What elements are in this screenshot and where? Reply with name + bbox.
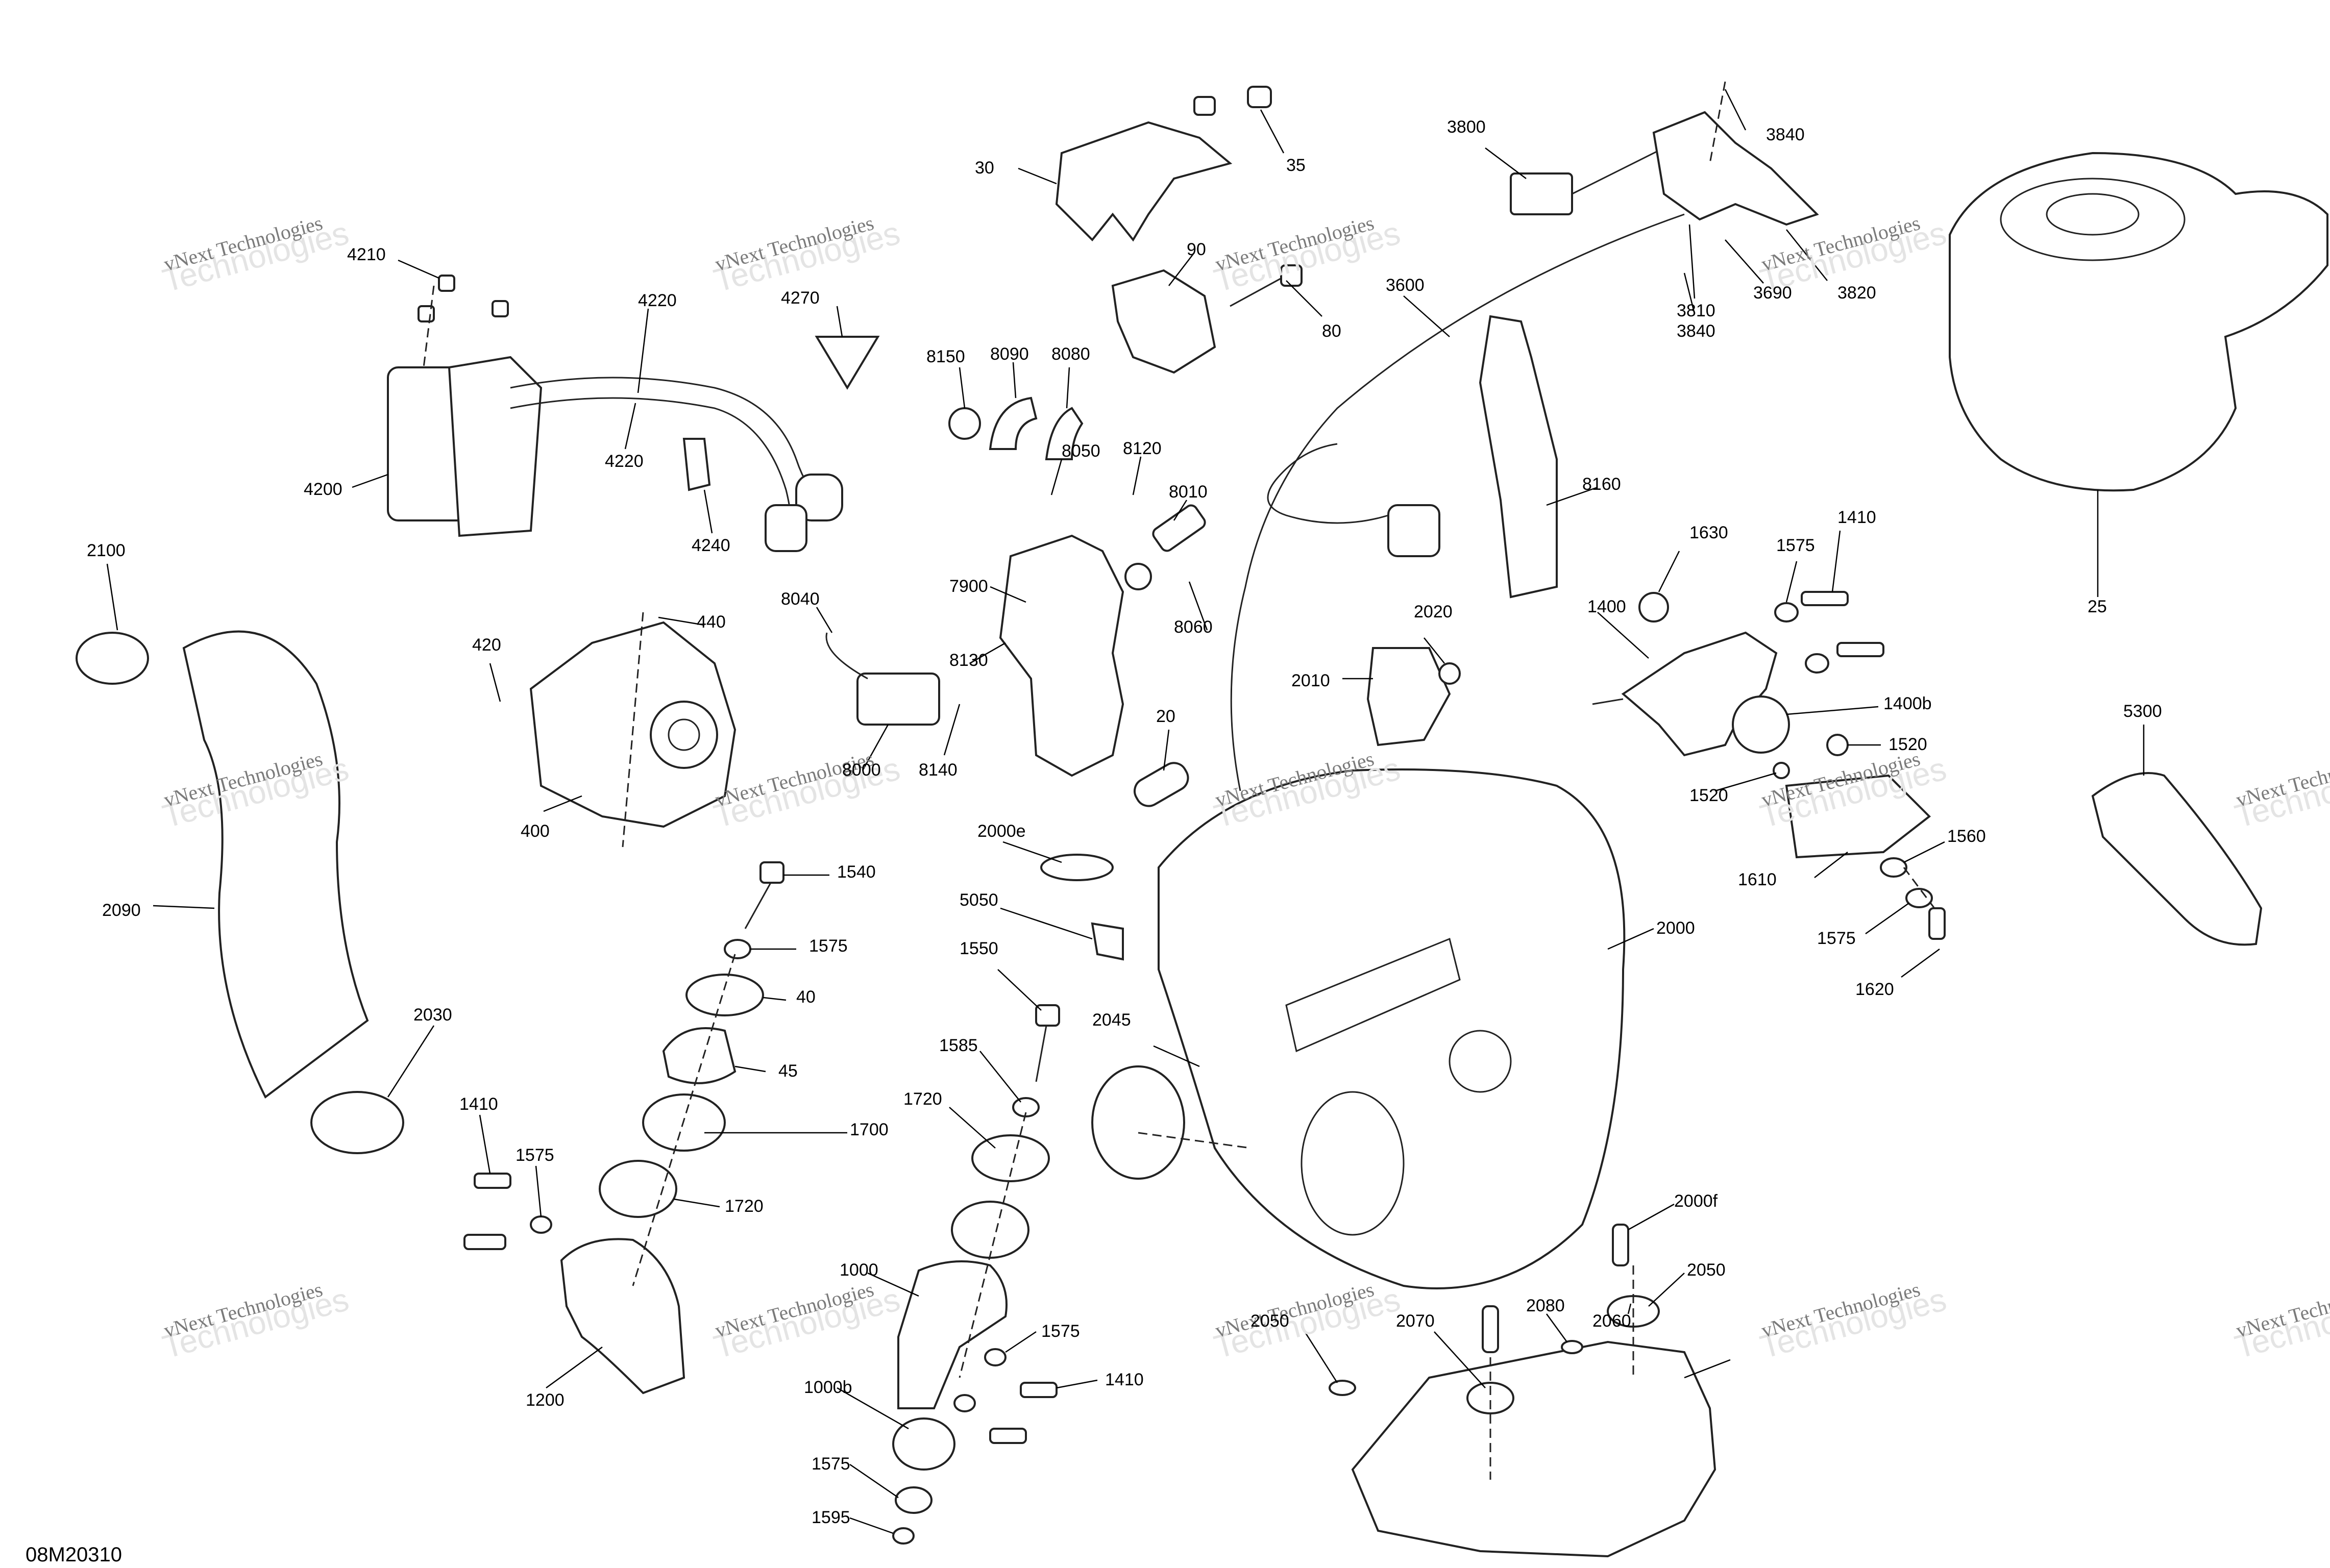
callout-label: 1620 [1855,980,1894,999]
callout-label: 2100 [87,541,126,560]
callout-label: 45 [778,1061,798,1081]
callout-label: 1400 [1587,597,1626,616]
callout-label: 2070 [1396,1311,1435,1331]
callout-label: 4200 [304,480,342,499]
part-drawings [76,86,2328,1558]
assembly-lines [423,81,1935,1480]
callout-labels: 30 35 90 80 3800 3840 3840 3810 3690 382… [87,117,2162,1527]
callout-label: 1000 [840,1260,878,1280]
callout-label: 2030 [413,1005,452,1025]
callout-label: 1720 [725,1197,764,1216]
callout-label: 2080 [1526,1296,1565,1315]
callout-label: 3600 [1386,276,1425,295]
callout-label: 1410 [1105,1370,1144,1389]
callout-label: 8150 [926,347,965,366]
callout-label: 2000 [1656,918,1695,938]
callout-label: 2020 [1414,602,1453,621]
callout-label: 8000 [842,760,881,780]
callout-label: 1560 [1947,827,1986,846]
callout-label: 2050 [1687,1260,1726,1280]
callout-label: 5050 [960,890,998,910]
callout-label: 3840 [1766,125,1805,144]
callout-label: 1200 [526,1390,565,1410]
callout-label: 4270 [781,288,820,308]
callout-label: 4220 [638,291,677,310]
callout-label: 3800 [1447,117,1486,137]
callout-label: 7900 [949,577,988,596]
callout-label: 1575 [1817,929,1856,948]
callout-label: 1410 [459,1094,498,1114]
callout-label: 8040 [781,589,820,609]
callout-label: 1575 [809,936,848,956]
callout-label: 2050 [1250,1311,1289,1331]
callout-label: 8130 [949,651,988,670]
callout-label: 8160 [1582,475,1621,494]
callout-label: 1720 [903,1089,942,1109]
callout-label: 1595 [812,1508,850,1527]
callout-label: 8050 [1062,441,1100,461]
callout-label: 440 [697,612,726,632]
callout-label: 8090 [990,344,1029,364]
callout-label: 2090 [102,901,141,920]
callout-label: 1575 [812,1454,850,1474]
callout-label: 1700 [850,1120,889,1139]
callout-label: 40 [796,987,816,1007]
callout-label: 1520 [1888,735,1927,754]
callout-label: 1575 [1041,1322,1080,1341]
leader-lines [106,89,2145,1534]
callout-label: 2010 [1291,671,1330,690]
callout-label: 8010 [1169,482,1208,502]
callout-label: 8080 [1051,344,1090,364]
callout-label: 2060 [1592,1311,1631,1331]
callout-label: 1400b [1883,694,1932,713]
callout-label: 2045 [1092,1010,1131,1030]
callout-label: 8060 [1174,617,1213,637]
callout-label: 420 [472,635,501,655]
callout-label: 1540 [837,862,876,882]
callout-label: 5300 [2123,702,2162,721]
callout-label: 35 [1286,156,1306,175]
callout-label: 3690 [1753,283,1792,303]
callout-label: 20 [1156,707,1175,726]
callout-label: 25 [2088,597,2107,616]
callout-label: 1585 [939,1036,978,1055]
callout-label: 1630 [1689,523,1728,542]
callout-label: 3810 [1677,301,1715,320]
callout-label: 8120 [1123,439,1162,458]
callout-label: 400 [521,822,550,841]
callout-label: 4240 [692,536,730,555]
callout-label: 8140 [919,760,958,780]
callout-label: 1575 [1776,536,1815,555]
callout-label: 1575 [516,1146,554,1165]
callout-label: 1410 [1837,508,1876,527]
callout-label: 2000f [1674,1191,1718,1211]
callout-label: 3840 [1677,321,1715,341]
callout-label: 1520 [1689,786,1728,805]
callout-label: 4210 [347,245,386,264]
callout-label: 3820 [1837,283,1876,303]
callout-label: 1550 [960,939,998,958]
callout-label: 80 [1322,321,1341,341]
diagram-code: 08M20310 [26,1544,122,1566]
callout-label: 4220 [605,452,644,471]
callout-label: 1000b [804,1378,852,1397]
callout-label: 2000e [977,822,1026,841]
callout-label: 30 [975,158,994,178]
callout-label: 1610 [1738,870,1777,889]
callout-label: 90 [1187,240,1206,259]
